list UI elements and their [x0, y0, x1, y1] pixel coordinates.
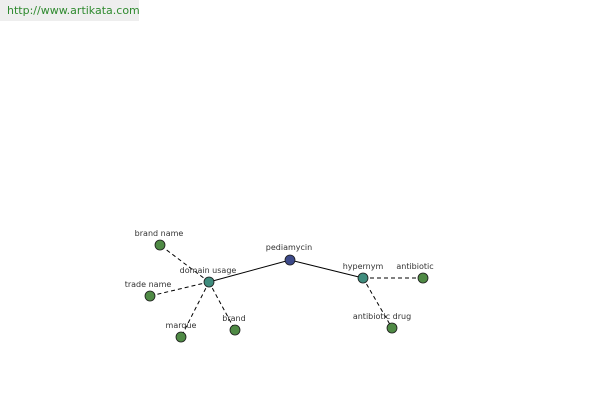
- node-dot-pediamycin[interactable]: [284, 254, 296, 266]
- edge-domain-usage-to-brand-name: [159, 244, 210, 283]
- node-label-brand-name: brand name: [135, 229, 184, 238]
- node-hypernym[interactable]: hypernym: [343, 262, 384, 284]
- node-label-antibiotic: antibiotic: [396, 262, 433, 271]
- edges-layer: [149, 244, 423, 338]
- edge-domain-usage-to-trade-name: [149, 281, 210, 297]
- node-marque[interactable]: marque: [166, 321, 197, 343]
- node-label-trade-name: trade name: [125, 280, 172, 289]
- node-label-domain-usage: domain usage: [180, 266, 237, 275]
- node-dot-brand[interactable]: [229, 324, 241, 336]
- node-dot-antibiotic[interactable]: [417, 272, 429, 284]
- nodes-layer: pediamycin domain usage hypernym brand name…: [125, 229, 434, 343]
- node-label-hypernym: hypernym: [343, 262, 384, 271]
- node-label-antibiotic-drug: antibiotic drug: [353, 312, 411, 321]
- node-antibiotic-drug[interactable]: antibiotic drug: [353, 312, 411, 334]
- node-dot-trade-name[interactable]: [144, 290, 156, 302]
- node-pediamycin[interactable]: pediamycin: [266, 243, 312, 266]
- edge-pediamycin-to-hypernym: [289, 259, 364, 279]
- edge-domain-usage-to-brand: [208, 281, 236, 331]
- node-brand[interactable]: brand: [222, 314, 246, 336]
- node-domain-usage[interactable]: domain usage: [180, 266, 237, 288]
- node-dot-antibiotic-drug[interactable]: [386, 322, 398, 334]
- edge-hypernym-to-antibiotic-drug: [362, 277, 393, 329]
- node-trade-name[interactable]: trade name: [125, 280, 172, 302]
- node-dot-brand-name[interactable]: [154, 239, 166, 251]
- edge-pediamycin-to-domain-usage: [208, 259, 291, 283]
- node-antibiotic[interactable]: antibiotic: [396, 262, 434, 284]
- node-dot-domain-usage[interactable]: [203, 276, 215, 288]
- node-dot-hypernym[interactable]: [357, 272, 369, 284]
- node-dot-marque[interactable]: [175, 331, 187, 343]
- node-label-marque: marque: [166, 321, 197, 330]
- node-label-brand: brand: [222, 314, 245, 323]
- site-url-banner[interactable]: http://www.artikata.com: [0, 0, 140, 21]
- node-label-pediamycin: pediamycin: [266, 243, 312, 252]
- node-brand-name[interactable]: brand name: [135, 229, 184, 251]
- edge-domain-usage-to-marque: [180, 281, 210, 338]
